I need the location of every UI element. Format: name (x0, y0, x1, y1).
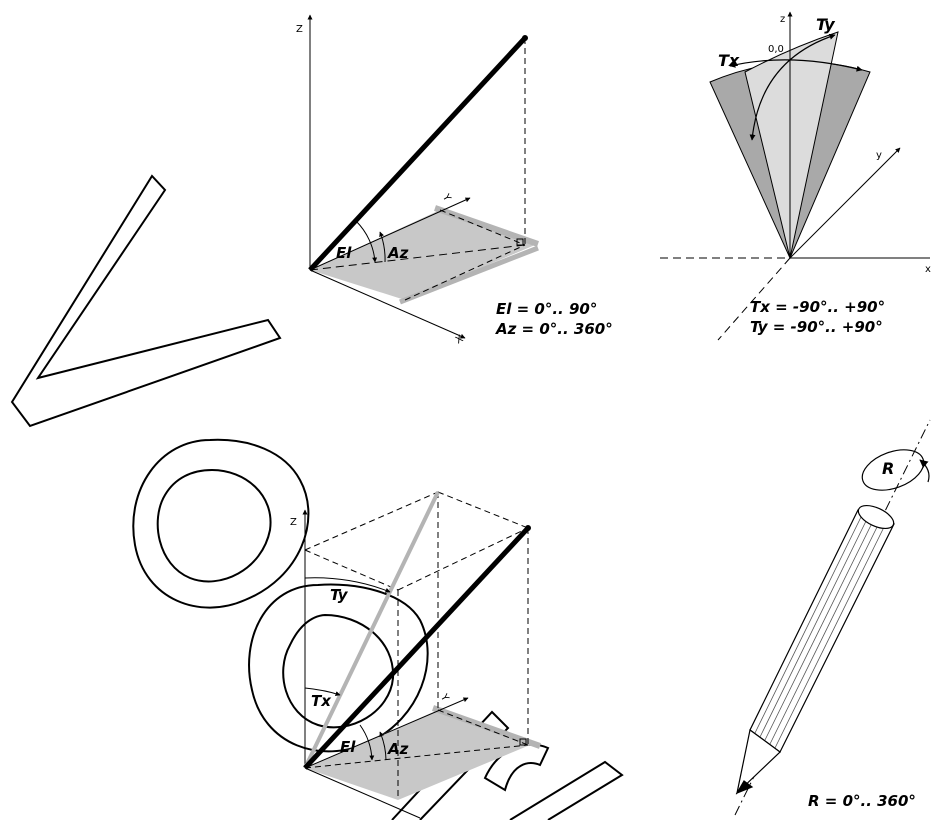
tx-range-text: Tx = -90°.. +90° (750, 298, 885, 316)
bounding-box-dashed (304, 491, 529, 800)
y-axis-label: y (876, 150, 882, 161)
roll-arrow (919, 459, 930, 483)
pencil-end-cap (857, 504, 895, 530)
az-arc (379, 231, 386, 263)
outline-letter-stroke-2 (509, 760, 624, 820)
azimuth-plane (305, 710, 530, 800)
y-axis-label: Y (439, 192, 453, 204)
el-range-text: El = 0°.. 90° (496, 300, 597, 318)
plane-dashed-front (404, 244, 526, 301)
y-axis (309, 197, 471, 271)
outline-letter-o-large (132, 438, 310, 609)
y-axis-negative (717, 257, 791, 341)
vector-endpoint (522, 35, 528, 41)
ty-label: Ty (330, 586, 349, 604)
y-axis (789, 147, 901, 259)
y-axis-label: Y (437, 692, 451, 704)
projection-line (309, 244, 526, 271)
el-label: El (340, 738, 356, 756)
tx-label: Tx (718, 51, 740, 70)
plane-edge-gray (431, 705, 542, 749)
x-axis-label: x (925, 264, 931, 275)
ty-arc (749, 33, 836, 141)
z-axis-label: Z (296, 24, 303, 35)
y-axis (304, 697, 469, 769)
tilt-vector-gray (303, 491, 440, 769)
roll-ellipse (861, 449, 925, 491)
pencil-body (749, 509, 895, 753)
z-axis-label: Z (290, 517, 297, 528)
tx-arc (304, 687, 341, 696)
right-angle-mark (516, 238, 524, 246)
plane-edge-gray-front (399, 245, 539, 305)
plane-dashed-back (439, 209, 526, 246)
panel-tilt: z 0,0 x y Tx Ty Tx = -90°.. +90° Ty = -9… (660, 11, 931, 341)
x-axis-label: X (454, 333, 466, 346)
direction-vector (303, 526, 530, 770)
r-range-text: R = 0°.. 360° (808, 792, 916, 810)
az-label: Az (387, 244, 409, 262)
outline-letter-v (10, 174, 282, 428)
ty-range-text: Ty = -90°.. +90° (750, 318, 883, 336)
r-label: R (882, 459, 894, 478)
el-arc (359, 724, 375, 761)
x-axis (304, 767, 421, 819)
el-arc (355, 220, 378, 263)
az-arc (379, 731, 387, 761)
x-axis (309, 269, 466, 339)
azimuth-plane (310, 210, 535, 300)
panel-elevation-azimuth: Z X Y El Az El = 0°.. 90° Az = 0°.. 360° (296, 14, 613, 346)
ty-arc (304, 577, 391, 593)
right-angle-mark (519, 738, 527, 746)
el-label: El (336, 244, 352, 262)
tx-label: Tx (311, 692, 332, 710)
panel-combined: Z Y Ty Tx El Az (290, 491, 542, 819)
ty-label: Ty (816, 15, 835, 34)
az-range-text: Az = 0°.. 360° (495, 320, 613, 338)
plane-edge-gray (434, 205, 539, 247)
origin-label: 0,0 (768, 44, 784, 55)
pencil-lead (735, 780, 754, 795)
panel-roll: R R = 0°.. 360° (734, 419, 931, 816)
vector-endpoint (525, 525, 531, 531)
pencil-icon (735, 504, 895, 795)
az-label: Az (387, 740, 409, 758)
direction-vector (308, 36, 527, 272)
z-axis-label: z (780, 14, 785, 25)
pencil-tip (736, 728, 781, 795)
